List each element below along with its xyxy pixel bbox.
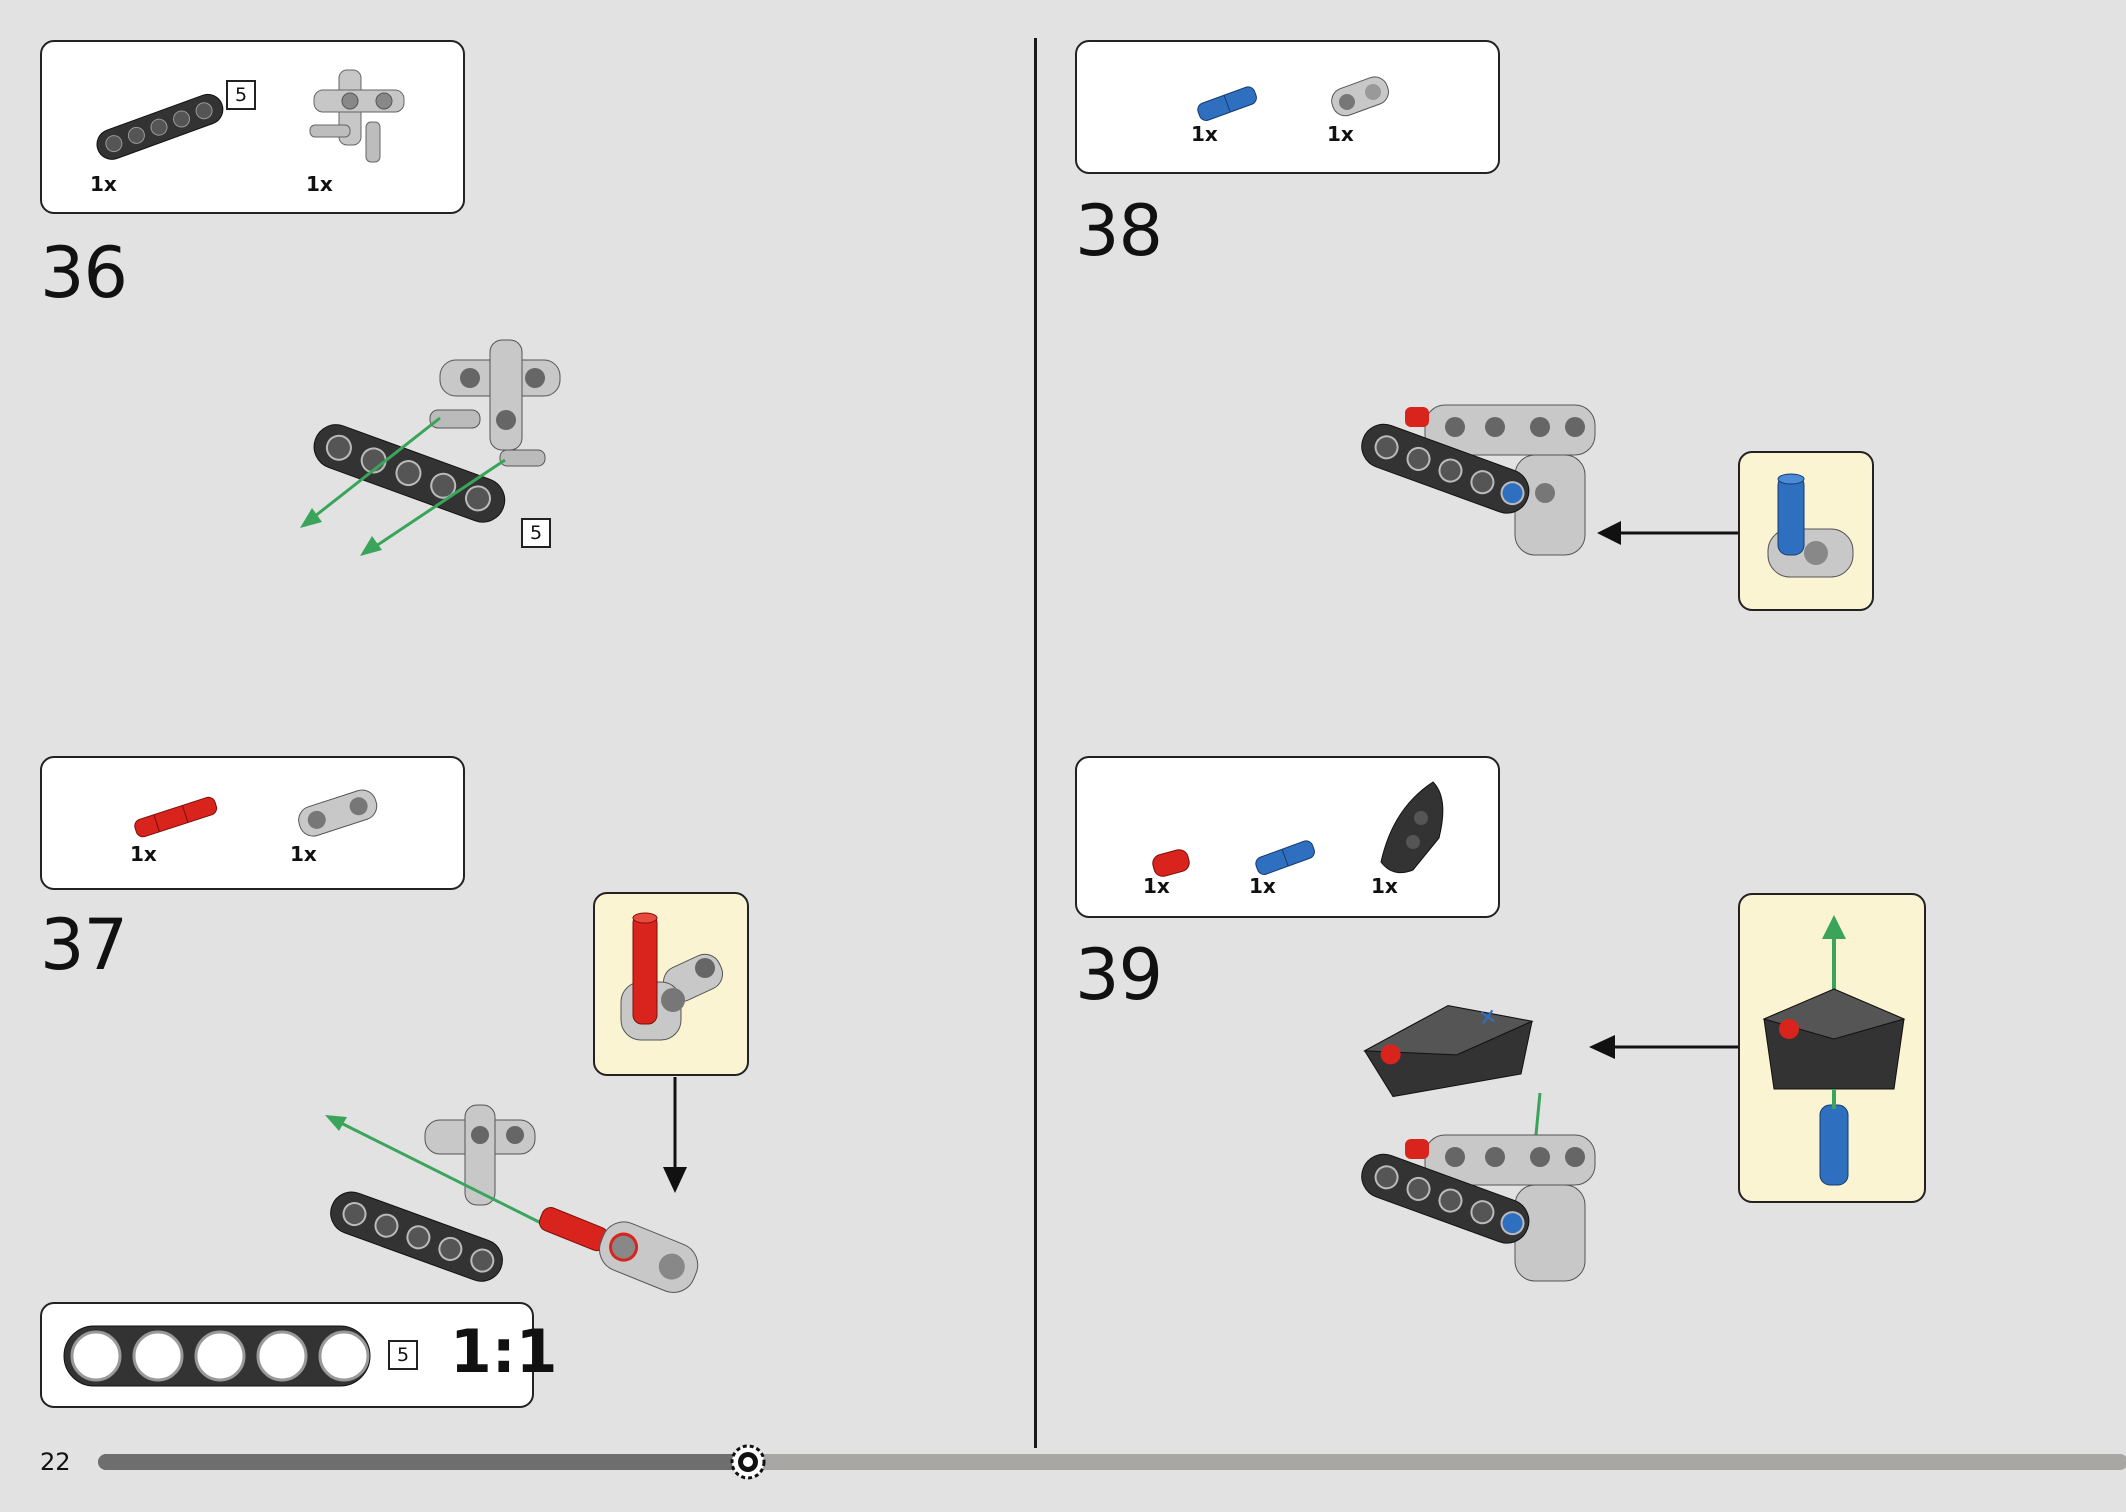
progress-marker-icon: [730, 1444, 766, 1480]
parts-list-step-38: 1x 1x: [1075, 40, 1500, 174]
part-quantity: 1x: [90, 172, 117, 196]
length-tag: 5: [226, 80, 256, 110]
blue-pin-part-image: [1197, 86, 1257, 121]
connector-part-image: [298, 789, 378, 837]
wedge-plate-part-image: [1380, 781, 1444, 874]
beam-5-part-image: [96, 93, 224, 160]
progress-bar: [98, 1444, 2126, 1480]
part-quantity: 1x: [290, 842, 317, 866]
red-pin-connector-callout-image: [620, 912, 724, 1041]
scale-label: 1:1: [450, 1317, 558, 1387]
progress-bar-fill: [98, 1454, 748, 1470]
page-divider: [1034, 38, 1037, 1448]
scale-reference-box: 5 1:1: [40, 1302, 558, 1408]
length-tag: 5: [388, 1340, 418, 1370]
parts-list-step-37: 1x 1x: [40, 756, 465, 890]
blue-pin-connector-callout-image: [1767, 473, 1854, 578]
sub-assembly-callout: [1738, 893, 1926, 1203]
blue-pin-part-image: [1255, 840, 1315, 875]
page-number: 22: [40, 1448, 71, 1476]
sub-assembly-callout: [1738, 451, 1874, 611]
step-39-assembly-illustration: ✕: [1361, 1004, 1765, 1282]
svg-text:✕: ✕: [1477, 1004, 1499, 1032]
step-number: 36: [40, 232, 128, 314]
step-37-assembly-illustration: [325, 1077, 699, 1293]
red-pin-part-image: [1152, 849, 1190, 877]
part-quantity: 1x: [1191, 122, 1218, 146]
step-36-assembly-illustration: [300, 339, 561, 556]
part-quantity: 1x: [130, 842, 157, 866]
part-quantity: 1x: [1143, 874, 1170, 898]
beam-5-scale-image: [63, 1325, 371, 1387]
step-38-assembly-illustration: [1361, 404, 1777, 556]
angle-connector-part-image: [1331, 76, 1389, 117]
part-quantity: 1x: [306, 172, 333, 196]
red-axle-pin-part-image: [134, 796, 218, 838]
step-number: 39: [1075, 934, 1163, 1016]
step-number: 38: [1075, 190, 1163, 272]
cross-connector-part-image: [309, 69, 405, 163]
part-quantity: 1x: [1249, 874, 1276, 898]
wedge-plate-blue-pin-callout-image: [1762, 915, 1906, 1186]
part-quantity: 1x: [1371, 874, 1398, 898]
parts-list-step-39: 1x 1x 1x: [1075, 756, 1500, 918]
sub-assembly-callout: [593, 892, 749, 1076]
parts-list-step-36: 5 1x 1x: [40, 40, 465, 214]
part-quantity: 1x: [1327, 122, 1354, 146]
length-tag: 5: [521, 518, 551, 548]
step-number: 37: [40, 904, 128, 986]
